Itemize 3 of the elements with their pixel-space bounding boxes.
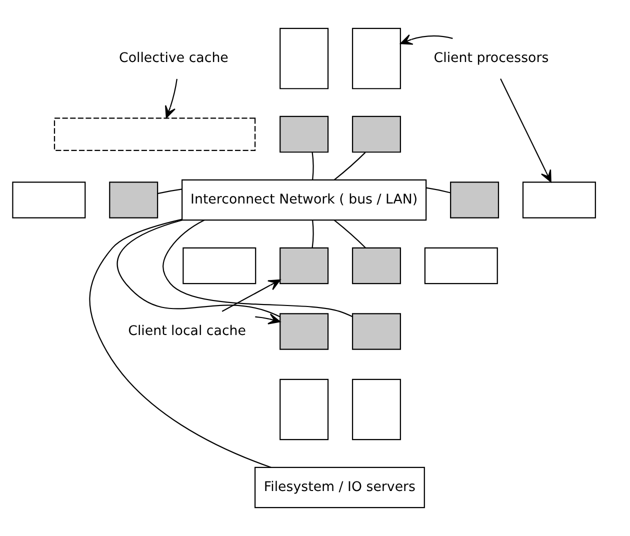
node-text: Client local cache	[128, 324, 246, 339]
node-text: Collective cache	[119, 50, 228, 66]
node-text: Client processors	[434, 50, 549, 66]
